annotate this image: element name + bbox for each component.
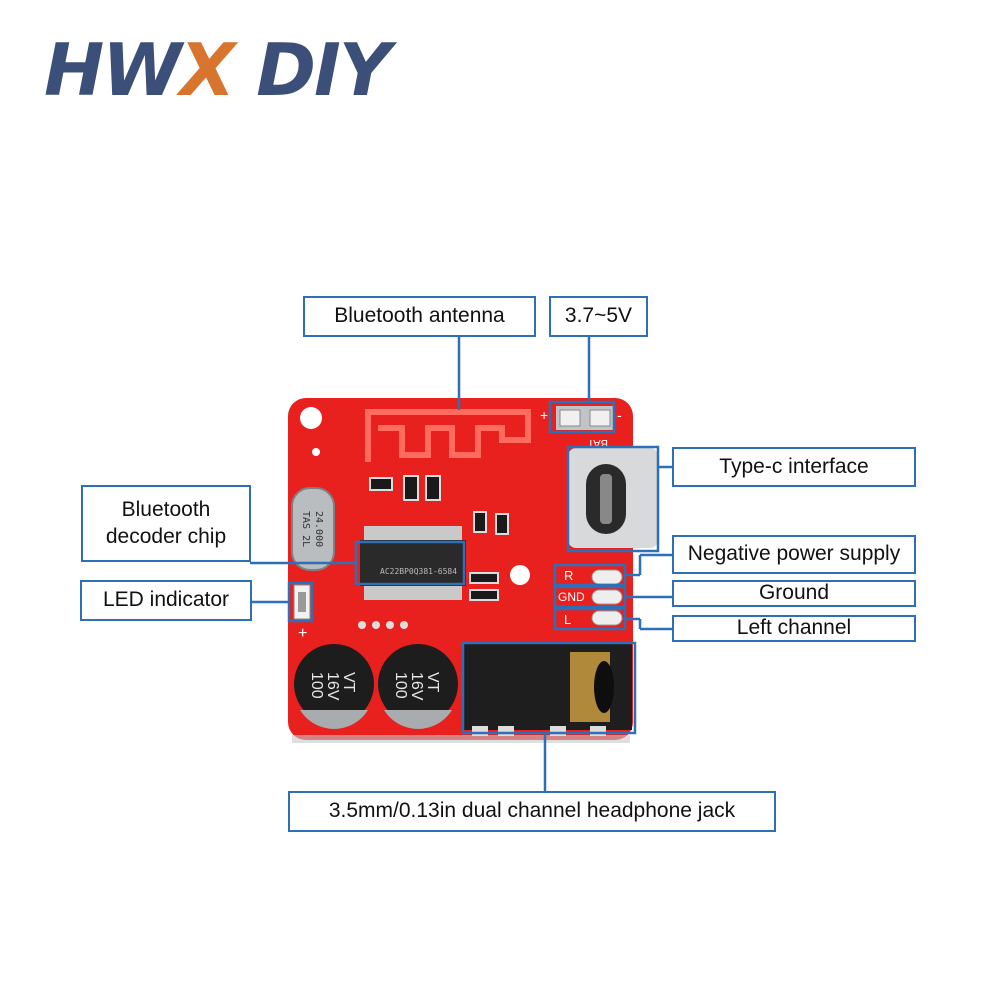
label-type-c-text: Type-c interface xyxy=(719,454,869,478)
brand-logo-part3: DIY xyxy=(233,28,391,112)
bat-pad-plus xyxy=(559,409,581,427)
brand-logo: HWX DIY xyxy=(44,34,391,106)
capacitor-left-stripe xyxy=(300,710,368,729)
cap-left-text-1: 100 xyxy=(308,672,325,699)
cap-right-text-2: 16V xyxy=(408,672,425,701)
crystal-oscillator xyxy=(291,487,335,571)
mounting-hole-center xyxy=(510,565,530,585)
type-c-tongue xyxy=(600,474,612,524)
label-type-c: Type-c interface xyxy=(672,447,916,487)
label-negative-power: Negative power supply xyxy=(672,535,916,574)
label-headphone-jack-text: 3.5mm/0.13in dual channel headphone jack xyxy=(328,799,736,823)
pad-label-gnd: GND xyxy=(558,590,585,604)
label-ground: Ground xyxy=(672,580,916,607)
capacitor-right xyxy=(378,644,458,724)
capacitor-right-stripe xyxy=(384,710,452,729)
crystal-text-2: TAS 2L xyxy=(300,511,311,547)
brand-logo-part2: X xyxy=(179,28,235,112)
label-ground-text: Ground xyxy=(758,581,830,605)
test-pad xyxy=(372,621,380,629)
pcb-edge xyxy=(292,735,630,743)
pad-gnd xyxy=(591,589,623,605)
smd-resistor xyxy=(469,572,499,584)
jack-pin xyxy=(472,726,488,736)
label-negative-power-text: Negative power supply xyxy=(687,542,901,566)
label-led-indicator: LED indicator xyxy=(80,580,252,621)
cap-left-text-2: 16V xyxy=(324,672,341,701)
mounting-hole-top-left xyxy=(300,407,322,429)
jack-pin xyxy=(590,726,606,736)
jack-pin xyxy=(550,726,566,736)
decoder-chip xyxy=(360,540,466,586)
cap-left-text-3: VT xyxy=(340,672,357,693)
label-bt-decoder-line2: decoder chip xyxy=(105,524,227,548)
label-voltage-text: 3.7~5V xyxy=(564,304,633,328)
crystal-text-1: 24.000 xyxy=(313,511,324,547)
smd-resistor xyxy=(369,477,393,491)
label-bluetooth-antenna-text: Bluetooth antenna xyxy=(334,304,505,328)
label-bt-decoder-line1: Bluetooth xyxy=(121,498,211,522)
brand-logo-part1: HW xyxy=(44,28,182,112)
decoder-chip-pins xyxy=(364,526,462,600)
plus-marking: + xyxy=(298,625,307,642)
label-bluetooth-antenna: Bluetooth antenna xyxy=(303,296,536,337)
bat-minus-sign: - xyxy=(617,407,622,423)
test-pad xyxy=(358,621,366,629)
via-hole xyxy=(312,448,320,456)
bat-pad-minus xyxy=(589,409,611,427)
antenna-trace xyxy=(365,409,531,462)
smd-resistor xyxy=(403,475,419,501)
chip-marking: AC22BP0Q381-6584 xyxy=(380,567,457,576)
led-body xyxy=(298,592,306,612)
smd-capacitor xyxy=(495,513,509,535)
jack-pin xyxy=(498,726,514,736)
label-headphone-jack: 3.5mm/0.13in dual channel headphone jack xyxy=(288,791,776,832)
label-left-channel-text: Left channel xyxy=(736,616,852,640)
capacitor-left xyxy=(294,644,374,724)
label-voltage: 3.7~5V xyxy=(549,296,648,337)
smd-resistor xyxy=(469,589,499,601)
highlight-jack xyxy=(461,641,637,735)
test-pad xyxy=(386,621,394,629)
cap-right-text-3: VT xyxy=(424,672,441,693)
pad-label-r: R xyxy=(564,568,573,583)
highlight-bat xyxy=(548,400,616,434)
smd-resistor xyxy=(425,475,441,501)
pad-label-l: L xyxy=(564,612,571,627)
pad-l xyxy=(591,610,623,626)
bat-plus-sign: + xyxy=(540,407,548,423)
label-led-indicator-text: LED indicator xyxy=(102,588,230,612)
test-pad xyxy=(400,621,408,629)
highlight-type-c xyxy=(566,445,660,553)
smd-capacitor xyxy=(473,511,487,533)
headphone-jack-hole xyxy=(594,661,614,713)
leader-lines xyxy=(250,335,672,792)
pad-r xyxy=(591,569,623,585)
cap-right-text-1: 100 xyxy=(392,672,409,699)
label-left-channel: Left channel xyxy=(672,615,916,642)
